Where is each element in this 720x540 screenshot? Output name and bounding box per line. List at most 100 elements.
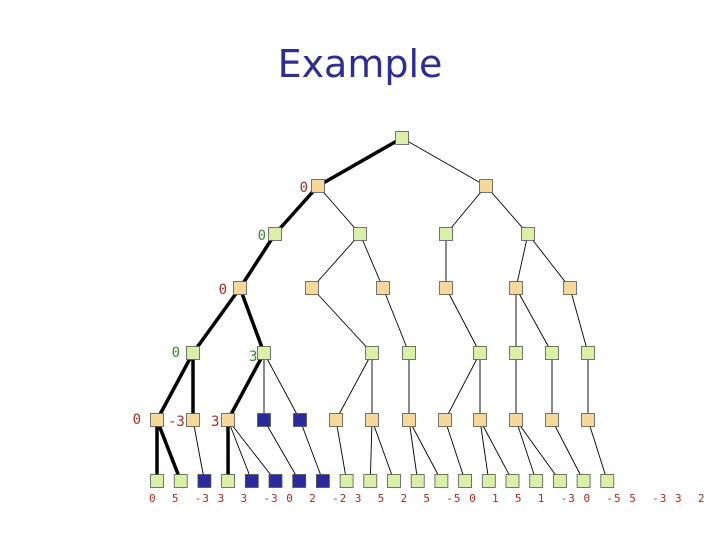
tree-nodes — [150, 131, 615, 488]
tree-node-l11 — [410, 474, 425, 488]
tree-node-l17 — [553, 474, 567, 488]
principal-variation-edge — [273, 184, 320, 236]
tree-node-d1_1 — [479, 179, 493, 193]
tree-node-l13 — [458, 474, 473, 488]
pruned-node-l6 — [292, 474, 307, 488]
node-value-label-d2_0: 0 — [258, 228, 266, 244]
tree-node-d3_3 — [439, 281, 453, 295]
tree-node-d5_2 — [221, 413, 235, 427]
tree-node-d2_2 — [439, 227, 453, 241]
tree-edge — [445, 185, 487, 235]
tree-node-d3_1 — [305, 281, 319, 295]
tree-edge — [317, 185, 361, 235]
tree-node-d2_3 — [521, 227, 535, 241]
tree-node-d4_2 — [365, 346, 379, 360]
pruned-node-l2 — [197, 474, 212, 488]
tree-node-d4_4 — [473, 346, 487, 360]
tree-node-d5_10 — [509, 413, 523, 427]
tree-node-l10 — [387, 474, 401, 488]
tree-node-d5_7 — [402, 413, 416, 427]
tree-edge — [551, 419, 584, 482]
tree-node-d5_12 — [581, 413, 595, 427]
tree-node-d4_1 — [257, 346, 271, 360]
tree-node-d5_0 — [150, 413, 164, 427]
tree-edge — [227, 419, 276, 482]
tree-edge — [479, 419, 490, 482]
tree-node-l9 — [363, 474, 378, 488]
tree-node-d3_0 — [233, 281, 247, 295]
pruned-node-d5_3 — [257, 413, 271, 427]
tree-edge — [311, 233, 361, 289]
tree-node-d4_0 — [186, 346, 200, 360]
tree-node-l15 — [505, 474, 520, 488]
tree-node-d3_2 — [376, 281, 390, 295]
tree-node-l14 — [481, 474, 496, 488]
tree-edge — [227, 419, 253, 482]
node-value-label-d1_0: 0 — [300, 180, 308, 196]
principal-variation-edge — [155, 419, 183, 482]
tree-node-d1_0 — [311, 179, 325, 193]
tree-node-l1 — [173, 474, 188, 488]
tree-edge — [445, 287, 481, 354]
pruned-node-l5 — [268, 474, 283, 488]
tree-node-l8 — [339, 474, 354, 488]
tree-edge — [369, 419, 373, 482]
principal-variation-edge — [191, 286, 242, 355]
tree-edge — [515, 419, 561, 482]
tree-node-d3_4 — [509, 281, 523, 295]
principal-variation-edge — [238, 233, 277, 289]
tree-node-d5_1 — [186, 413, 200, 427]
leaf-values-row: 0 5 -3 3 3 -3 0 2 -2 3 5 2 5 -5 0 1 5 1 … — [149, 492, 705, 505]
tree-node-d4_6 — [545, 346, 559, 360]
tree-node-d2_1 — [353, 227, 367, 241]
node-value-label-d5_1: -3 — [168, 414, 185, 430]
tree-edge — [263, 419, 300, 482]
tree-edge — [527, 233, 571, 289]
principal-variation-edge — [155, 352, 195, 421]
tree-node-d5_11 — [545, 413, 559, 427]
tree-edge — [485, 185, 529, 235]
tree-edge — [299, 419, 324, 482]
tree-node-d3_5 — [563, 281, 577, 295]
tree-node-d4_5 — [509, 346, 523, 360]
tree-edge — [371, 419, 395, 482]
tree-node-l3 — [221, 474, 236, 488]
tree-node-d5_8 — [438, 413, 452, 427]
tree-node-d4_7 — [581, 346, 595, 360]
tree-edge — [587, 419, 608, 482]
node-value-label-d3_0: 0 — [219, 282, 227, 298]
tree-node-root — [395, 131, 409, 145]
tree-node-l18 — [576, 474, 591, 488]
node-value-label-d5_2: 3 — [211, 414, 219, 430]
tree-node-d2_0 — [268, 227, 282, 241]
tree-edge — [335, 352, 373, 421]
slide-title: Example — [277, 42, 443, 86]
tree-edge — [408, 419, 419, 482]
tree-edge — [515, 233, 529, 289]
tree-node-l19 — [600, 474, 615, 488]
pruned-node-d5_4 — [293, 413, 307, 427]
tree-edge — [479, 419, 513, 482]
tree-edge — [335, 419, 348, 482]
node-value-label-d4_1: 3 — [249, 349, 257, 365]
tree-edge — [444, 352, 481, 421]
tree-edges — [155, 136, 608, 482]
tree-edge — [569, 287, 589, 354]
tree-edge — [515, 419, 537, 482]
pruned-node-l7 — [315, 474, 330, 488]
tree-node-l0 — [150, 474, 164, 488]
tree-node-d5_9 — [473, 413, 487, 427]
pruned-node-l4 — [244, 474, 259, 488]
node-value-label-d5_0: 0 — [133, 412, 141, 428]
tree-edge — [263, 352, 301, 421]
principal-variation-edge — [226, 352, 266, 421]
tree-node-d4_3 — [402, 346, 416, 360]
tree-edge — [444, 419, 466, 482]
tree-edge — [311, 287, 373, 354]
tree-edge — [408, 419, 442, 482]
tree-node-l16 — [529, 474, 544, 488]
tree-edge — [401, 137, 487, 187]
tree-node-d5_6 — [365, 413, 379, 427]
